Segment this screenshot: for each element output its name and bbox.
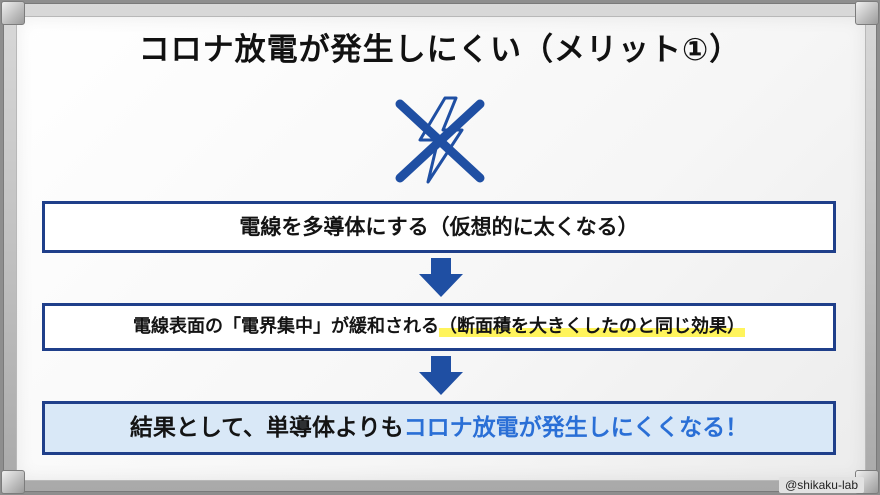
- result-prefix-text: 結果として、単導体よりも: [129, 415, 404, 441]
- result-box: 結果として、単導体よりもコロナ放電が発生しにくくなる！: [42, 401, 836, 455]
- frame-corner-bottom-left: [1, 470, 25, 494]
- step-2-highlighted-note: （断面積を大きくしたのと同じ効果）: [439, 316, 745, 337]
- frame-corner-top-right: [855, 1, 879, 25]
- step-box-2: 電線表面の「電界集中」が緩和される（断面積を大きくしたのと同じ効果）: [42, 303, 836, 351]
- result-emphasis-text: コロナ放電が発生しにくくなる！: [403, 415, 749, 441]
- watermark: @shikaku-lab: [779, 477, 864, 493]
- slide-title: コロナ放電が発生しにくい（メリット①）: [138, 32, 742, 68]
- down-arrow-icon: [418, 356, 464, 396]
- down-arrow-icon: [418, 258, 464, 298]
- step-1-text: 電線を多導体にする（仮想的に太くなる）: [239, 215, 639, 239]
- crossed-lightning-icon: [390, 94, 490, 186]
- step-box-1: 電線を多導体にする（仮想的に太くなる）: [42, 201, 836, 253]
- frame-corner-top-left: [1, 1, 25, 25]
- step-2-main-text: 電線表面の「電界集中」が緩和される: [133, 316, 439, 337]
